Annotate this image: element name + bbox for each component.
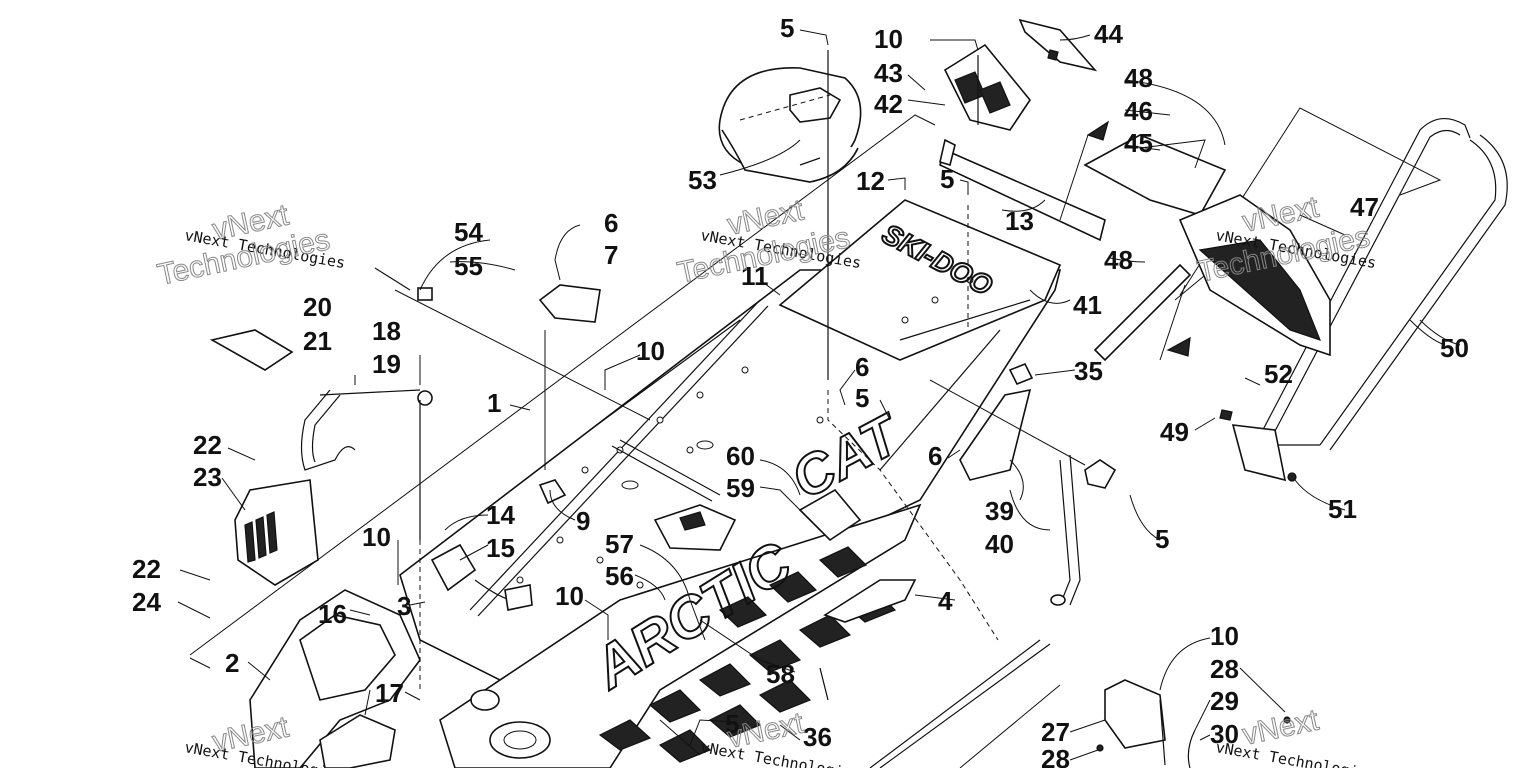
callout: 11 <box>741 261 769 291</box>
callout: 6 <box>928 441 942 471</box>
callout: 5 <box>855 383 869 413</box>
callout: 27 <box>1041 717 1070 747</box>
callout: 5 <box>1155 524 1169 554</box>
callout: 1 <box>487 388 501 418</box>
callout: 44 <box>1094 19 1123 49</box>
callout: 56 <box>605 561 634 591</box>
callout: 6 <box>855 352 869 382</box>
snow-flap-part <box>1083 134 1331 362</box>
callout: 40 <box>985 529 1014 559</box>
callout: 36 <box>803 722 832 752</box>
callout: 17 <box>375 678 404 708</box>
callout: 55 <box>454 251 483 281</box>
callout: 59 <box>726 473 755 503</box>
leader-lines <box>177 29 1461 761</box>
callout: 60 <box>726 441 755 471</box>
callout: 45 <box>1124 128 1153 158</box>
callout: 16 <box>318 599 347 629</box>
callout: 35 <box>1074 356 1103 386</box>
callout: 58 <box>766 659 795 689</box>
callout: 48 <box>1124 63 1153 93</box>
callout: 50 <box>1440 333 1469 363</box>
callout: 51 <box>1328 494 1357 524</box>
callout: 29 <box>1210 686 1239 716</box>
callout: 49 <box>1160 417 1189 447</box>
callout: 14 <box>486 500 515 530</box>
callout: 19 <box>372 349 401 379</box>
callout: 10 <box>636 336 665 366</box>
callout: 30 <box>1210 719 1239 749</box>
callout: 13 <box>1005 206 1034 236</box>
callout: 18 <box>372 316 401 346</box>
callout-labels: 5 10 44 43 42 48 46 45 53 12 5 13 47 6 7… <box>132 13 1469 773</box>
callout: 39 <box>985 496 1014 526</box>
callout: 28 <box>1041 744 1070 768</box>
seat-cushion-part <box>718 67 862 183</box>
watermark-text: vNext Technologies <box>1214 738 1377 768</box>
tail-light-part <box>943 18 1098 131</box>
callout: 43 <box>874 58 903 88</box>
callout: 10 <box>1210 621 1239 651</box>
callout: 46 <box>1124 96 1153 126</box>
left-small-parts <box>209 267 1297 769</box>
callout: 12 <box>856 166 885 196</box>
callout: 5 <box>725 709 739 739</box>
tunnel-frame <box>189 114 1062 769</box>
rear-bracket-part <box>939 138 1106 242</box>
callout: 42 <box>874 89 903 119</box>
callout: 5 <box>940 164 954 194</box>
callout: 54 <box>454 217 483 247</box>
callout: 10 <box>362 522 391 552</box>
callout: 10 <box>555 581 584 611</box>
callout: 53 <box>688 165 717 195</box>
callout: 52 <box>1264 359 1293 389</box>
callout: 4 <box>938 586 953 616</box>
callout: 41 <box>1073 290 1102 320</box>
callout: 5 <box>780 13 794 43</box>
callout: 28 <box>1210 654 1239 684</box>
callout: 57 <box>605 529 634 559</box>
callout: 7 <box>604 240 618 270</box>
callout: 15 <box>486 533 515 563</box>
callout: 21 <box>303 326 332 356</box>
callout: 48 <box>1104 245 1133 275</box>
callout: 6 <box>604 208 618 238</box>
callout: 20 <box>303 292 332 322</box>
deck-holes <box>516 276 974 589</box>
callout: 2 <box>225 648 239 678</box>
callout: 3 <box>397 591 411 621</box>
callout: 22 <box>193 430 222 460</box>
callout: 47 <box>1350 192 1379 222</box>
callout: 22 <box>132 554 161 584</box>
callout: 24 <box>132 587 161 617</box>
callout: 23 <box>193 462 222 492</box>
callout: 10 <box>874 24 903 54</box>
callout: 9 <box>576 506 590 536</box>
